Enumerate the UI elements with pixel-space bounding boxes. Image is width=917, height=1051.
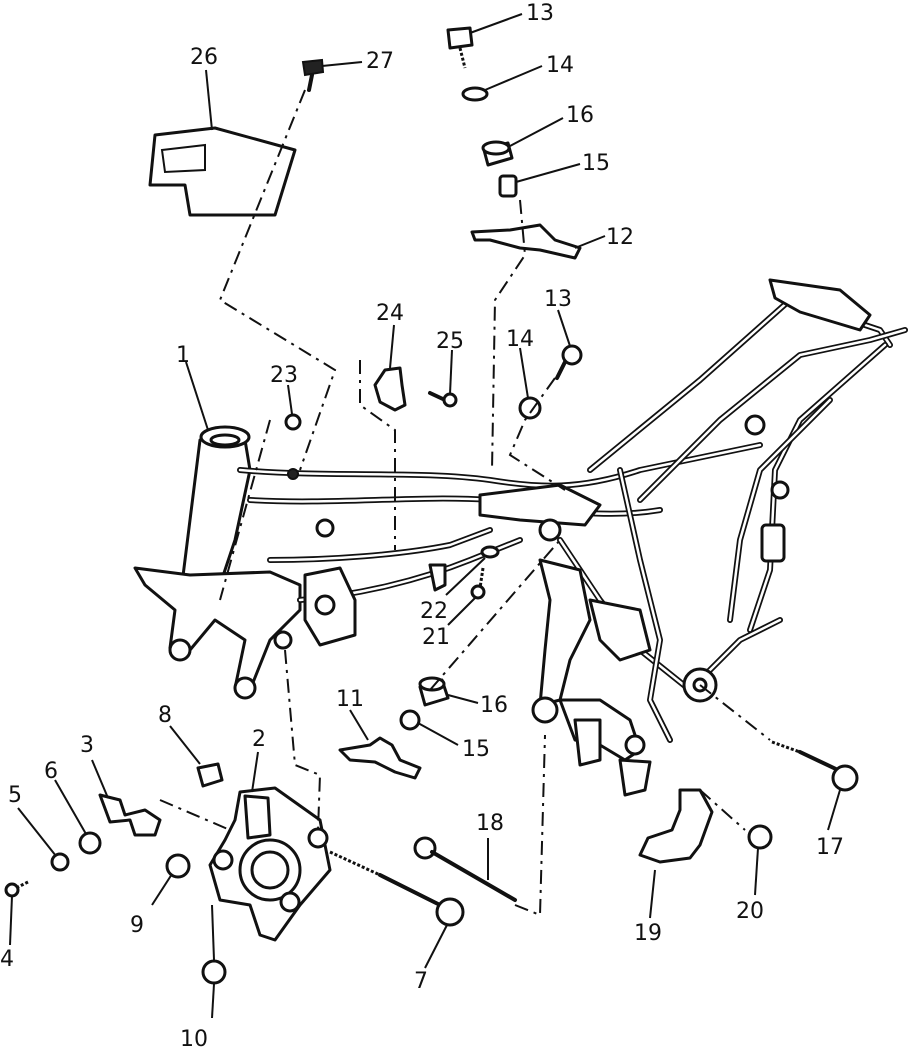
- callout-13-top: 13: [526, 1, 554, 26]
- part-14-washer-mid: [518, 396, 542, 420]
- part-16-collar-low: [418, 676, 450, 707]
- callout-7: 7: [414, 969, 428, 994]
- callout-17: 17: [816, 835, 844, 860]
- callout-10: 10: [180, 1027, 208, 1051]
- callout-9: 9: [130, 913, 144, 938]
- callout-1: 1: [176, 343, 190, 368]
- callout-16-low: 16: [480, 693, 508, 718]
- callout-5: 5: [8, 783, 22, 808]
- callout-26: 26: [190, 45, 218, 70]
- callout-25: 25: [436, 329, 464, 354]
- callout-6: 6: [44, 759, 58, 784]
- part-6-washer: [78, 831, 102, 855]
- part-22-nut: [480, 545, 500, 559]
- main-frame: [133, 278, 908, 797]
- leader-lines: [9, 13, 841, 1019]
- callout-22: 22: [420, 599, 448, 624]
- part-24-clamp: [373, 366, 407, 412]
- callout-18: 18: [476, 811, 504, 836]
- callout-20: 20: [736, 899, 764, 924]
- callout-2: 2: [252, 727, 266, 752]
- callout-15-top: 15: [582, 151, 610, 176]
- callout-23: 23: [270, 363, 298, 388]
- callout-15-low: 15: [462, 737, 490, 762]
- part-25-bolt: [428, 391, 458, 408]
- assembly-lines: [159, 89, 771, 917]
- callout-8: 8: [158, 703, 172, 728]
- callout-11: 11: [336, 687, 364, 712]
- part-8-nut: [196, 762, 224, 788]
- part-20-nut: [747, 824, 773, 850]
- part-26-cover: [148, 126, 297, 217]
- callout-19: 19: [634, 921, 662, 946]
- part-7-through-bolt: [329, 850, 465, 927]
- callout-27: 27: [366, 49, 394, 74]
- callout-3: 3: [80, 733, 94, 758]
- part-16-collar-top: [481, 140, 514, 167]
- part-15-bushing-low: [399, 709, 421, 731]
- callout-24: 24: [376, 301, 404, 326]
- callout-labels: 1 2 3 4 5 6 7 8 9 10 11 12 13 13 14 14 1…: [0, 1, 844, 1051]
- part-27-screw: [301, 58, 325, 92]
- part-5-nut: [50, 852, 70, 872]
- callout-16-top: 16: [566, 103, 594, 128]
- part-23-bolt: [284, 413, 302, 431]
- part-14-washer-top: [461, 86, 489, 102]
- part-13-bolt-top: [446, 26, 474, 69]
- part-12-bracket: [470, 223, 582, 260]
- callout-4: 4: [0, 947, 14, 972]
- part-9-washer: [165, 853, 191, 879]
- part-17-long-bolt: [771, 740, 859, 792]
- callout-12: 12: [606, 225, 634, 250]
- part-15-bushing-top: [498, 174, 518, 198]
- part-10-washer: [201, 959, 227, 985]
- part-2-engine-bracket: [208, 786, 332, 942]
- part-11-bracket: [338, 736, 422, 780]
- part-21-bolt: [470, 567, 486, 600]
- callout-21: 21: [422, 625, 450, 650]
- callout-13-mid: 13: [544, 287, 572, 312]
- part-13-bolt-mid: [555, 344, 583, 380]
- part-19-plate: [638, 788, 714, 864]
- part-3-bracket: [98, 793, 162, 837]
- part-4-bolt: [4, 880, 29, 898]
- callout-14-mid: 14: [506, 327, 534, 352]
- part-18-long-bolt: [413, 836, 517, 902]
- callout-14-top: 14: [546, 53, 574, 78]
